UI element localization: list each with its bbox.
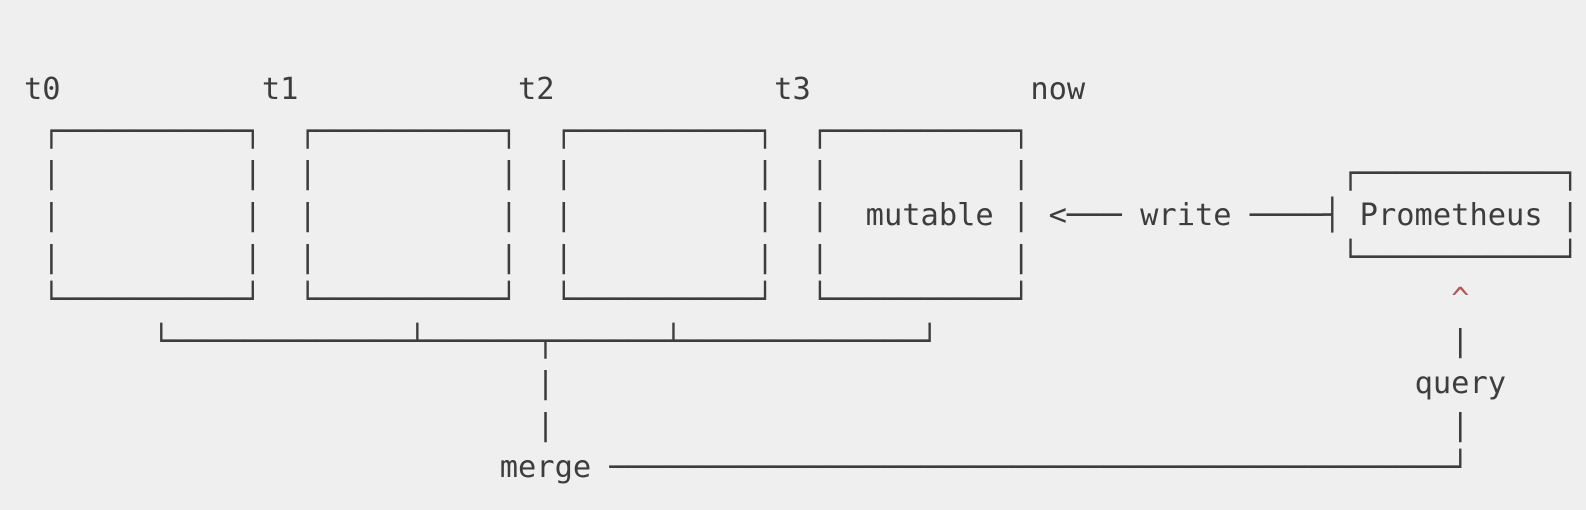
diagram-stroke: | <box>499 156 519 191</box>
diagram-stroke: | <box>810 240 830 275</box>
diagram-stroke: ┌ <box>42 114 61 149</box>
diagram-stroke: └ <box>42 282 61 317</box>
write-arrowhead-icon: < <box>1048 198 1067 233</box>
diagram-stroke: ┬ <box>536 324 555 359</box>
diagram-stroke: ─────────── <box>1359 240 1561 275</box>
diagram-stroke: ┤ <box>1323 198 1342 233</box>
diagram-row: | query <box>24 363 1586 405</box>
diagram-stroke: ┘ <box>920 324 939 359</box>
diagram-stroke: | <box>1012 198 1031 233</box>
diagram-stroke: | <box>755 240 775 275</box>
diagram-stroke: ┘ <box>1560 240 1580 275</box>
diagram-stroke: | <box>1012 240 1031 275</box>
diagram-stroke: ────────── <box>572 282 756 317</box>
diagram-stroke: ────── <box>554 324 665 359</box>
diagram-row: t0 t1 t2 t3 now <box>24 69 1586 111</box>
timeline-label-t1: t1 <box>261 72 299 107</box>
diagram-row: └──────────┘ └──────────┘ └──────────┘ └… <box>24 279 1586 321</box>
query-arrow-label: query <box>1414 366 1507 401</box>
diagram-row: └─────────────┴──────┬──────┴───────────… <box>24 321 1586 363</box>
diagram-row: ┌──────────┐ ┌──────────┐ ┌──────────┐ ┌… <box>24 111 1586 153</box>
timeline-label-t0: t0 <box>24 72 61 107</box>
diagram-stroke: ┌ <box>298 114 317 149</box>
diagram-stroke: ┴ <box>664 324 683 359</box>
diagram-stroke: | <box>1012 156 1031 191</box>
diagram-stroke: ┘ <box>1012 282 1031 317</box>
diagram-row: | | | | | | | | └───────────┘ <box>24 237 1586 279</box>
diagram-stroke: ┐ <box>1012 114 1031 149</box>
diagram-stroke: | <box>42 156 61 191</box>
diagram-stroke: ────────── <box>316 282 500 317</box>
diagram-stroke: ┘ <box>243 282 262 317</box>
diagram-stroke: ────────── <box>60 114 244 149</box>
diagram-stroke: └ <box>554 282 573 317</box>
diagram-row: | | | | | | | mutable | <─── write ────┤… <box>24 195 1586 237</box>
diagram-stroke: | <box>810 156 830 191</box>
diagram-stroke: | <box>243 156 262 191</box>
diagram-stroke: └ <box>1341 240 1360 275</box>
diagram-stroke: ┘ <box>755 282 775 317</box>
diagram-stroke: ┘ <box>499 282 519 317</box>
diagram-row: | | <box>24 405 1586 447</box>
diagram-stroke: ─── <box>1066 198 1122 233</box>
diagram-stroke: | <box>1451 324 1470 359</box>
diagram-row: | | | | | | | | ┌───────────┐ <box>24 153 1586 195</box>
diagram-stroke: | <box>536 366 555 401</box>
diagram-stroke: ──── <box>1249 198 1324 233</box>
diagram-stroke: ────────── <box>60 282 244 317</box>
diagram-stroke: ┌ <box>810 114 830 149</box>
diagram-stroke: | <box>536 408 555 443</box>
diagram-stroke: ┌ <box>1341 156 1360 191</box>
diagram-stroke: | <box>554 240 573 275</box>
diagram-stroke: ────────── <box>572 114 756 149</box>
diagram-stroke: ┌ <box>554 114 573 149</box>
diagram-stroke: | <box>298 198 317 233</box>
write-arrow-label: write <box>1140 198 1232 233</box>
merge-arrow-label: merge <box>499 450 592 485</box>
diagram-stroke: | <box>298 240 317 275</box>
diagram-stroke: | <box>554 198 573 233</box>
diagram-stroke: ┴ <box>408 324 427 359</box>
timeline-label-t3: t3 <box>774 72 811 107</box>
diagram-stroke: ┐ <box>499 114 519 149</box>
diagram-stroke: | <box>499 198 519 233</box>
diagram-stroke: ────────── <box>829 114 1013 149</box>
mutable-block-label: mutable <box>865 198 994 233</box>
diagram-stroke: └ <box>298 282 317 317</box>
diagram-stroke: ───────────── <box>682 324 921 359</box>
diagram-row: merge ──────────────────────────────────… <box>24 447 1586 489</box>
diagram-stroke: | <box>554 156 573 191</box>
diagram-stroke: | <box>810 198 830 233</box>
timeline-label-t2: t2 <box>518 72 555 107</box>
diagram-stroke: └ <box>810 282 830 317</box>
diagram-stroke: | <box>42 240 61 275</box>
timeline-label-now: now <box>1030 72 1086 107</box>
diagram-stroke: | <box>42 198 61 233</box>
diagram-stroke: | <box>1560 198 1580 233</box>
prometheus-node-label: Prometheus <box>1359 198 1543 233</box>
diagram-stroke: ┐ <box>243 114 262 149</box>
diagram-stroke: ─────────── <box>1359 156 1561 191</box>
diagram-stroke: ┐ <box>1560 156 1580 191</box>
diagram-stroke: ────────── <box>316 114 500 149</box>
diagram-stroke: ────────────────────────────────────────… <box>609 450 1452 485</box>
diagram-stroke: └ <box>152 324 171 359</box>
diagram-stroke: | <box>298 156 317 191</box>
diagram-stroke: ───────────── <box>170 324 409 359</box>
diagram-stroke: | <box>1451 408 1470 443</box>
diagram-stroke: ┐ <box>755 114 775 149</box>
diagram-stroke: | <box>243 240 262 275</box>
diagram-stroke: ────── <box>426 324 537 359</box>
diagram-stroke: | <box>243 198 262 233</box>
diagram-stroke: ────────── <box>829 282 1013 317</box>
diagram-stroke: | <box>499 240 519 275</box>
diagram-stroke: ┘ <box>1451 450 1470 485</box>
query-arrowhead-icon: ^ <box>1451 282 1470 317</box>
diagram-stroke: | <box>755 198 775 233</box>
diagram-stroke: | <box>755 156 775 191</box>
